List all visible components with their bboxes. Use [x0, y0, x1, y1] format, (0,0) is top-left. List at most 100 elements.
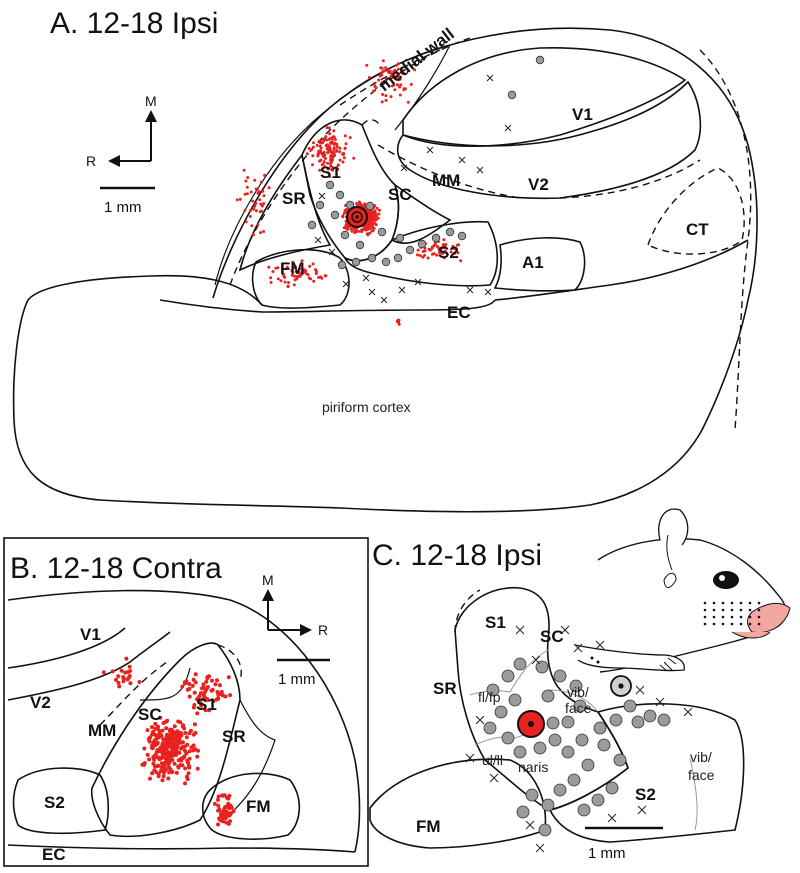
whisker-dot — [757, 622, 761, 626]
whisker-dot — [730, 615, 734, 619]
labeled-cell — [163, 760, 168, 765]
labeled-cell — [249, 190, 253, 194]
labeled-cell — [370, 212, 374, 215]
sr-label-b: SR — [222, 727, 246, 746]
whisker-dot — [757, 615, 761, 619]
labeled-cell — [191, 743, 196, 748]
labeled-cell — [205, 685, 210, 689]
labeled-cell — [167, 729, 172, 733]
no-response-site — [314, 236, 322, 244]
a1-outline — [493, 237, 586, 292]
no-response-site — [458, 156, 466, 164]
labeled-cell — [172, 761, 177, 766]
labeled-cell — [308, 264, 312, 268]
labeled-cell — [397, 322, 401, 326]
recording-site — [623, 699, 637, 713]
panel-c-recording-sites — [483, 657, 671, 837]
no-response-site — [466, 286, 474, 294]
labeled-cell — [267, 186, 271, 190]
labeled-cell — [384, 94, 388, 98]
labeled-cell — [367, 213, 371, 217]
no-response-site — [368, 288, 376, 296]
labeled-cell — [176, 719, 181, 724]
labeled-cell — [155, 735, 160, 740]
recording-site — [417, 239, 427, 249]
recording-site — [381, 257, 391, 267]
recording-site — [548, 733, 562, 747]
labeled-cell — [174, 749, 179, 754]
labeled-cell — [389, 95, 393, 99]
labeled-cell — [151, 729, 156, 734]
labeled-cell — [437, 247, 441, 251]
labeled-cell — [176, 765, 181, 770]
sc-label-a: SC — [388, 185, 412, 204]
labeled-cell — [221, 814, 226, 819]
panel-a: A. 12-18 Ipsi M R 1 mm — [12, 7, 758, 513]
recording-site — [541, 798, 555, 812]
mm-outline — [377, 144, 521, 199]
no-response-site — [635, 685, 645, 695]
recording-site — [501, 731, 515, 745]
labeled-cell — [421, 255, 425, 259]
labeled-cell — [192, 690, 197, 695]
labeled-cell — [430, 252, 434, 256]
labeled-cell — [193, 672, 198, 677]
mm-label-b: MM — [88, 721, 116, 740]
labeled-cell — [249, 208, 253, 212]
labeled-cell — [370, 229, 374, 233]
labeled-cell — [127, 664, 132, 669]
labeled-cell — [330, 140, 334, 144]
rhinal-line — [159, 299, 496, 313]
labeled-cell — [336, 163, 340, 167]
labeled-cell — [155, 740, 160, 745]
panel-c: C. 12-18 Ipsi — [369, 508, 791, 862]
panel-b-frame — [3, 537, 369, 867]
no-response-site — [484, 288, 492, 296]
s1-label-b: S1 — [196, 695, 217, 714]
labeled-cell — [269, 276, 273, 280]
whisker-dot — [703, 615, 707, 619]
labeled-cell — [298, 273, 302, 276]
labeled-cell — [357, 229, 361, 233]
labeled-cell — [148, 776, 152, 781]
labeled-cell — [336, 167, 340, 171]
labeled-cell — [231, 809, 236, 814]
labeled-cell — [352, 227, 356, 231]
whisker-dot — [712, 601, 716, 605]
recording-site — [605, 781, 619, 795]
whisker-dot — [712, 622, 716, 626]
no-response-site — [573, 643, 583, 653]
labeled-cell — [256, 191, 260, 195]
labeled-cell — [328, 146, 332, 150]
labeled-cell — [274, 266, 278, 270]
labeled-cell — [396, 62, 400, 66]
labeled-cell — [197, 694, 202, 699]
labeled-cell — [396, 319, 400, 323]
labeled-cell — [389, 77, 392, 81]
labeled-cell — [160, 728, 165, 733]
labeled-cell — [254, 209, 258, 213]
labeled-cell — [374, 223, 378, 227]
panel-c-title: C. 12-18 Ipsi — [372, 539, 542, 572]
recording-site — [575, 733, 589, 747]
labeled-cell — [164, 738, 169, 743]
recording-site — [553, 669, 567, 683]
no-response-site — [475, 715, 485, 725]
labeled-cell — [260, 209, 263, 213]
labeled-cell — [128, 681, 133, 686]
labeled-cell — [326, 167, 330, 171]
recording-site — [591, 793, 605, 807]
sc-outline — [390, 183, 452, 245]
labeled-cell — [119, 668, 124, 673]
labeled-cell — [203, 708, 208, 713]
labeled-cell — [416, 253, 419, 257]
whisker-dot — [739, 601, 743, 605]
medial-label-b: M — [262, 572, 274, 588]
recording-site — [553, 783, 567, 797]
labeled-cell — [200, 686, 204, 691]
labeled-cell — [238, 197, 242, 201]
no-response-site — [504, 124, 512, 132]
panel-c-vib-line — [547, 689, 599, 713]
labeled-cell — [318, 159, 322, 163]
outer-dash — [699, 49, 752, 431]
